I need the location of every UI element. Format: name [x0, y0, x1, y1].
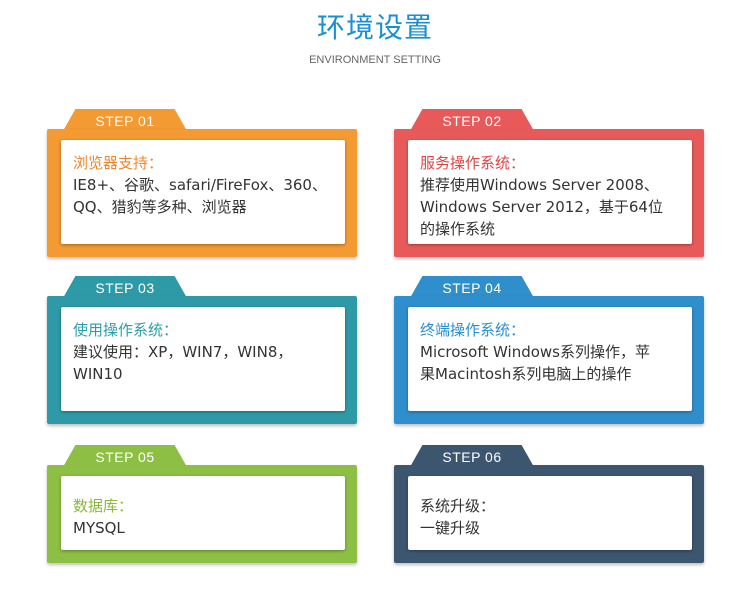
step-panel: 数据库： MYSQL [47, 465, 357, 563]
step-tab: STEP 03 [63, 276, 187, 298]
step-card-03: STEP 03 使用操作系统： 建议使用：XP，WIN7，WIN8， WIN10 [47, 276, 357, 424]
step-tab: STEP 05 [63, 445, 187, 467]
step-content-box: 服务操作系统： 推荐使用Windows Server 2008、 Windows… [408, 140, 692, 244]
step-heading: 系统升级： [420, 497, 496, 515]
step-line: QQ、猎豹等多种、浏览器 [73, 198, 247, 216]
step-line: IE8+、谷歌、safari/FireFox、360、 [73, 176, 327, 194]
step-heading: 浏览器支持： [73, 154, 164, 172]
step-content-box: 终端操作系统： Microsoft Windows系列操作，苹 果Macinto… [408, 307, 692, 411]
step-line: 建议使用：XP，WIN7，WIN8， [73, 343, 293, 361]
step-value: 一键升级 [420, 519, 481, 537]
step-heading: 服务操作系统： [420, 154, 526, 172]
page-subtitle: ENVIRONMENT SETTING [309, 54, 441, 66]
step-content-box: 浏览器支持： IE8+、谷歌、safari/FireFox、360、 QQ、猎豹… [61, 140, 345, 244]
step-line: 果Macintosh系列电脑上的操作 [420, 365, 632, 383]
step-line: Windows Server 2012，基于64位 [420, 198, 663, 216]
step-card-01: STEP 01 浏览器支持： IE8+、谷歌、safari/FireFox、36… [47, 109, 357, 257]
step-line: WIN10 [73, 365, 123, 383]
step-tab: STEP 02 [410, 109, 534, 131]
step-heading: 使用操作系统： [73, 321, 179, 339]
step-panel: 使用操作系统： 建议使用：XP，WIN7，WIN8， WIN10 [47, 296, 357, 424]
step-card-02: STEP 02 服务操作系统： 推荐使用Windows Server 2008、… [394, 109, 704, 257]
step-content-box: 数据库： MYSQL [61, 476, 345, 550]
step-panel: 浏览器支持： IE8+、谷歌、safari/FireFox、360、 QQ、猎豹… [47, 129, 357, 257]
step-panel: 系统升级： 一键升级 [394, 465, 704, 563]
step-line: 推荐使用Windows Server 2008、 [420, 176, 659, 194]
step-card-06: STEP 06 系统升级： 一键升级 [394, 445, 704, 563]
step-panel: 终端操作系统： Microsoft Windows系列操作，苹 果Macinto… [394, 296, 704, 424]
step-value: MYSQL [73, 519, 125, 537]
step-line: Microsoft Windows系列操作，苹 [420, 343, 650, 361]
step-content-box: 使用操作系统： 建议使用：XP，WIN7，WIN8， WIN10 [61, 307, 345, 411]
step-tab: STEP 04 [410, 276, 534, 298]
step-content-box: 系统升级： 一键升级 [408, 476, 692, 550]
step-panel: 服务操作系统： 推荐使用Windows Server 2008、 Windows… [394, 129, 704, 257]
step-tab: STEP 01 [63, 109, 187, 131]
step-tab: STEP 06 [410, 445, 534, 467]
step-card-05: STEP 05 数据库： MYSQL [47, 445, 357, 563]
step-card-04: STEP 04 终端操作系统： Microsoft Windows系列操作，苹 … [394, 276, 704, 424]
step-line: 的操作系统 [420, 220, 496, 238]
step-heading: 数据库： [73, 497, 134, 515]
step-heading: 终端操作系统： [420, 321, 526, 339]
page-title: 环境设置 [316, 11, 433, 44]
